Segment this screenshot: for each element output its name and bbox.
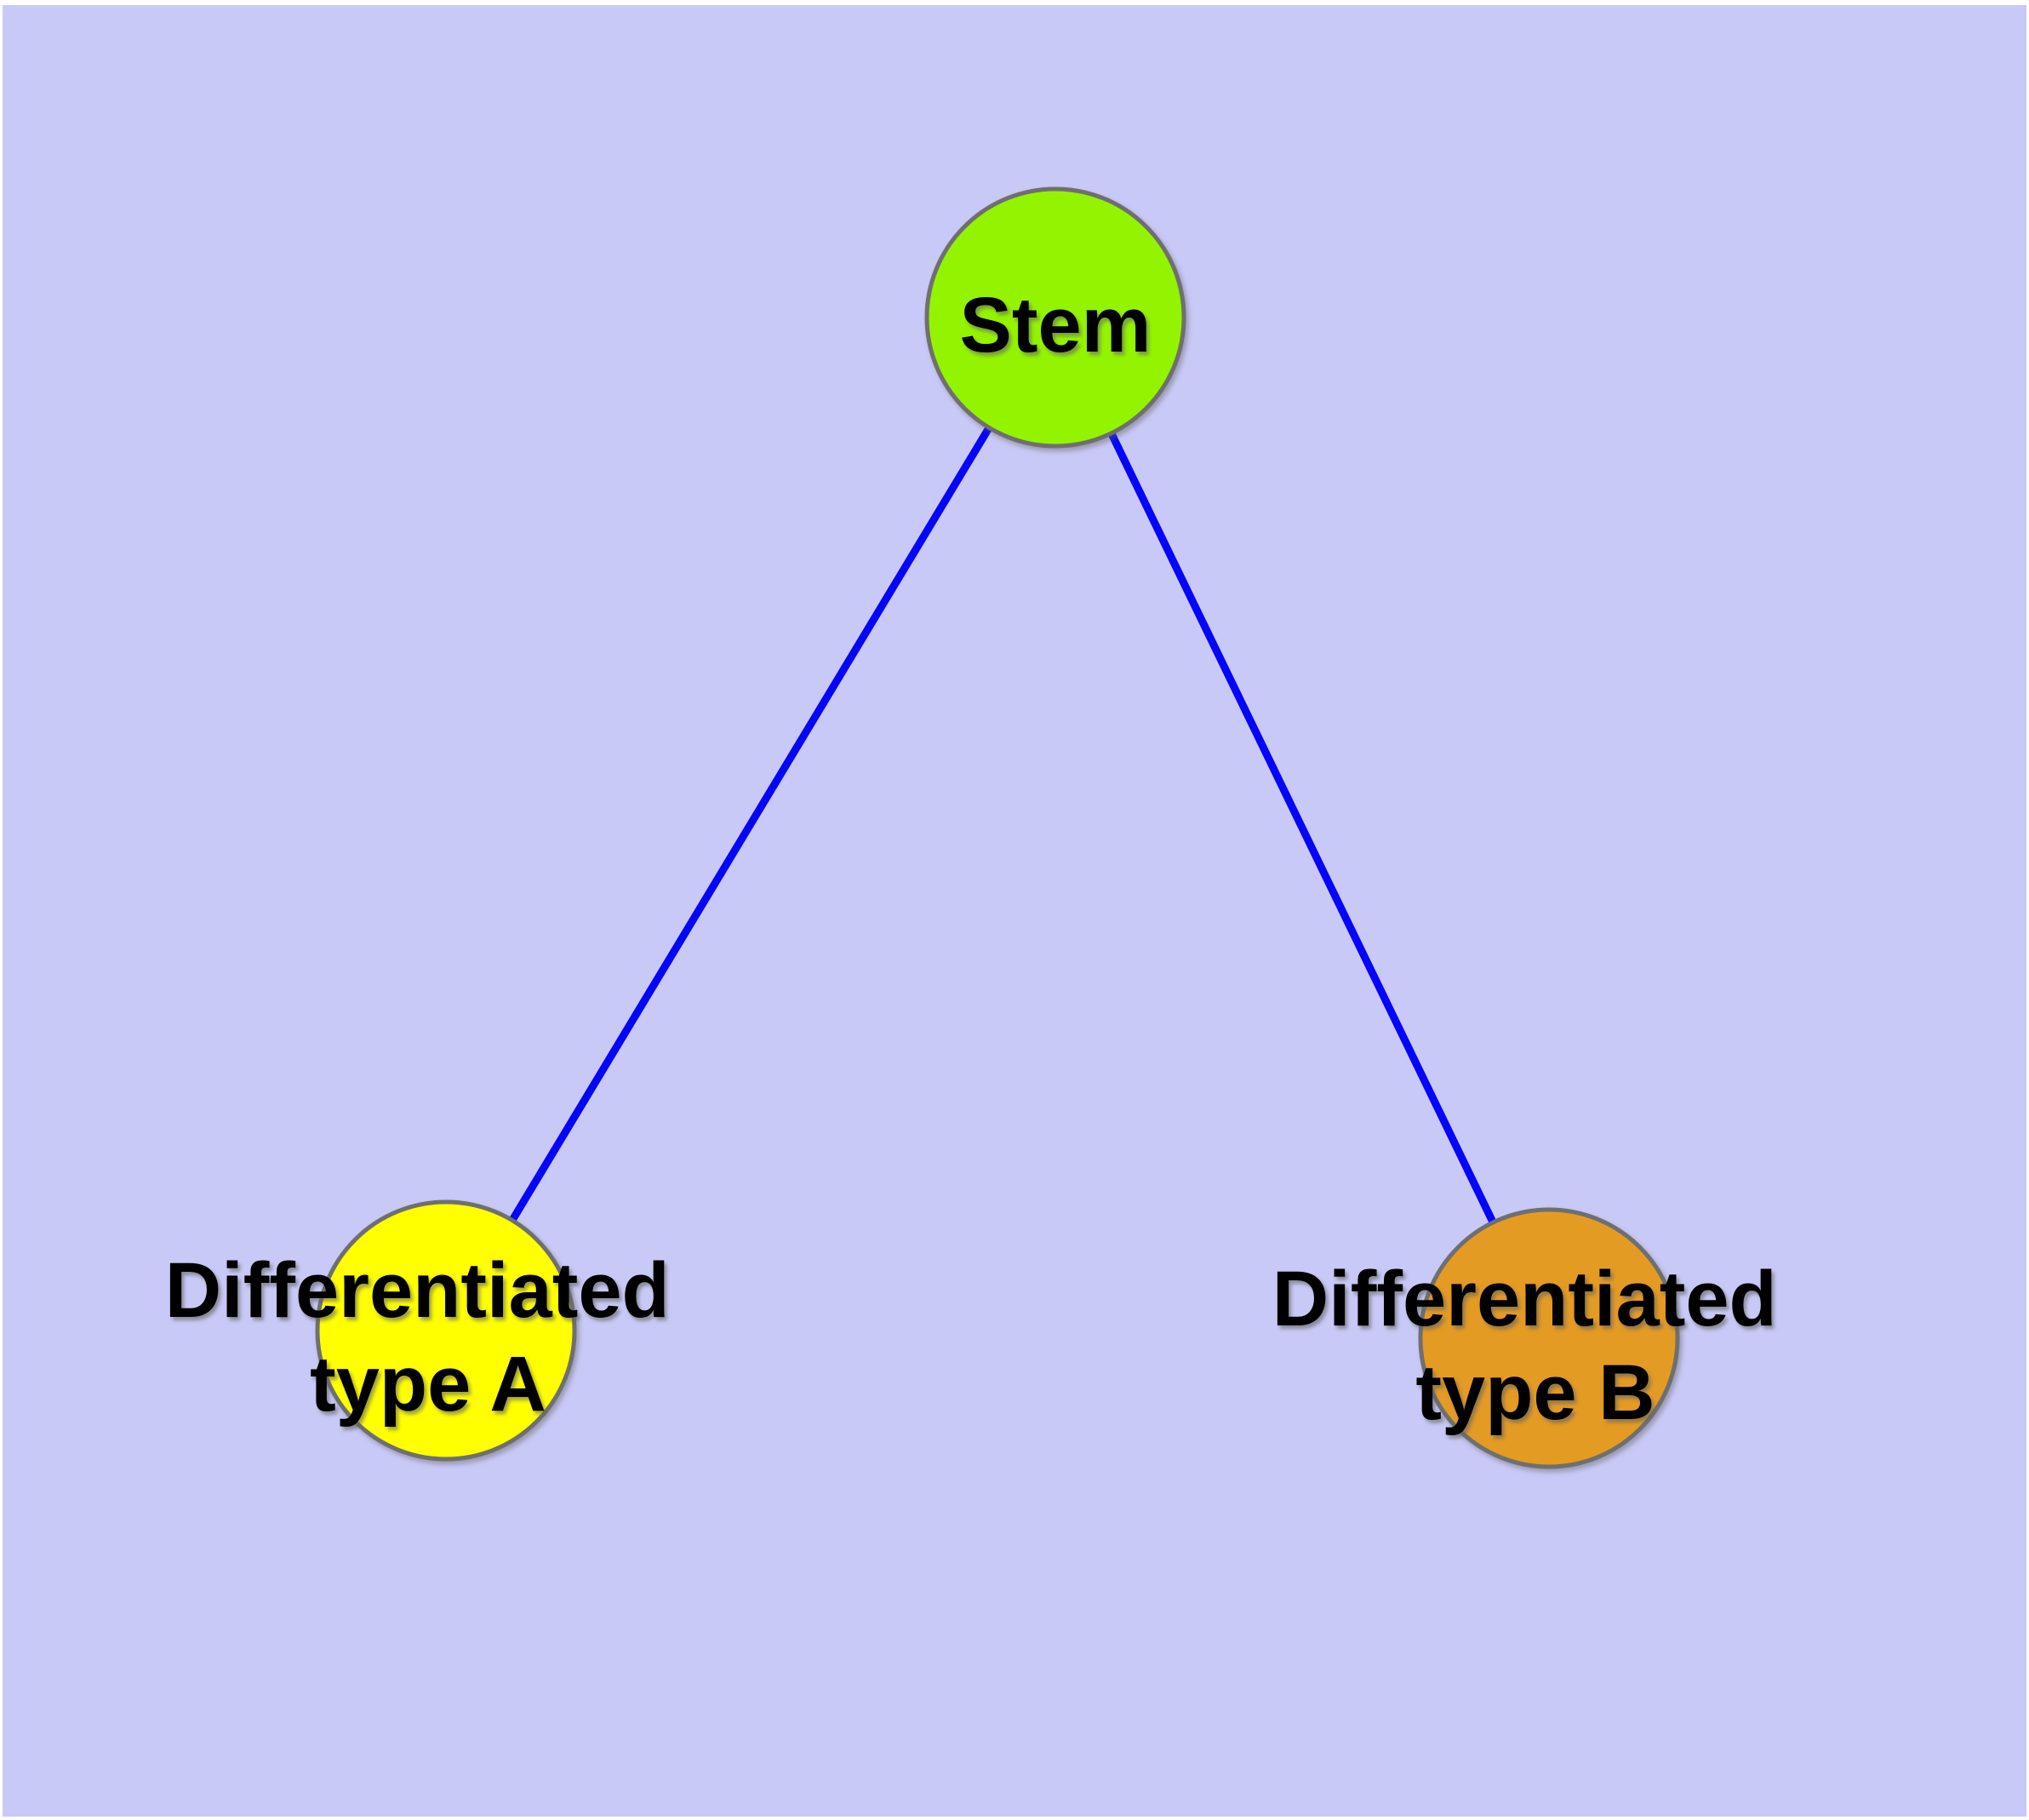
- node-b-label-line-2: type B: [1415, 1349, 1655, 1436]
- edge-stem-to-type-a: [442, 313, 1060, 1335]
- node-differentiated-type-a: [315, 1199, 577, 1462]
- node-a-label-line-1: Differentiated: [165, 1247, 670, 1334]
- node-a-label-line-2: type A: [310, 1341, 546, 1428]
- node-differentiated-type-b: [1418, 1207, 1680, 1469]
- edge-stem-to-type-b: [1051, 313, 1553, 1342]
- node-stem-label: Stem: [960, 282, 1152, 369]
- node-differentiated-type-b-label: Differentiated type B: [1272, 1256, 1799, 1436]
- node-stem: [924, 186, 1186, 449]
- node-differentiated-type-a-label: Differentiated type A: [165, 1247, 692, 1428]
- node-stem-label-line-1: Stem: [960, 282, 1152, 369]
- node-b-label-line-1: Differentiated: [1272, 1256, 1777, 1342]
